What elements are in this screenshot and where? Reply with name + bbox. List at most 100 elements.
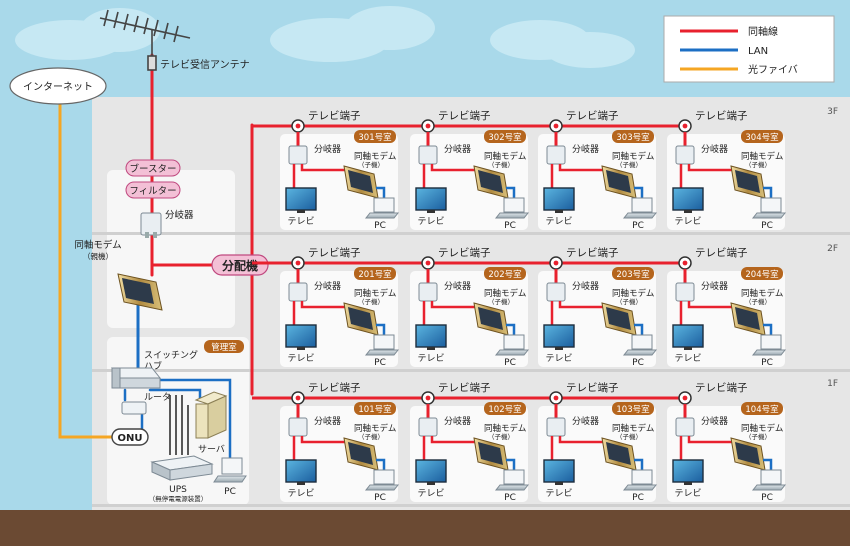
tv-icon [672, 459, 704, 483]
ground [0, 510, 850, 546]
ups-icon [150, 455, 214, 481]
room-number-badge [741, 267, 783, 280]
booster-label: ブースター [129, 163, 176, 175]
tv-port-label: テレビ端子 [308, 109, 361, 122]
room-splitter-label: 分岐器 [701, 415, 728, 427]
tv-icon [415, 324, 447, 348]
tv-icon [672, 187, 704, 211]
mgmt-pc-label: PC [224, 487, 236, 497]
tv-icon [285, 187, 317, 211]
sky-clouds [15, 6, 635, 68]
tv-label: テレビ [287, 488, 314, 499]
child-modem-sub: （子機） [616, 297, 642, 306]
pc-label: PC [632, 493, 644, 503]
room-number-badge [354, 402, 396, 415]
room-splitter-icon [288, 282, 308, 302]
room-number-label: 104号室 [745, 404, 779, 415]
pc-label: PC [374, 493, 386, 503]
mgmt-room-label: 管理室 [211, 342, 237, 353]
pc-keyboard [622, 484, 658, 491]
pc-keyboard [494, 349, 530, 356]
tv-label: テレビ [674, 216, 701, 227]
lan-to-pc [376, 186, 386, 200]
child-modem-label: 同軸モデム [741, 423, 783, 434]
pc-label: PC [504, 493, 516, 503]
lan-to-pc [506, 458, 516, 472]
filter-box: フィルター [125, 181, 181, 199]
room-splitter-icon [418, 417, 438, 437]
tv-stand [555, 347, 563, 350]
tv-port-label: テレビ端子 [438, 109, 491, 122]
room-splitter-icon [418, 145, 438, 165]
pc-label: PC [761, 221, 773, 231]
internet-cloud-icon [9, 67, 107, 105]
legend-item: LAN [680, 46, 768, 57]
tv-stand [555, 210, 563, 213]
child-modem-label: 同軸モデム [741, 288, 783, 299]
pc-icon [631, 469, 653, 485]
room-splitter-label: 分岐器 [444, 280, 471, 292]
lan-to-pc [763, 323, 773, 337]
tv-icon [543, 324, 575, 348]
pc-icon [503, 334, 525, 350]
main-splitter-label: 分岐器 [165, 209, 194, 221]
parent-modem-sub: （親機） [83, 251, 113, 261]
tv-label: テレビ [545, 216, 572, 227]
child-modem-face [735, 170, 760, 193]
tv-port-center [682, 395, 688, 401]
child-modem-sub: （子機） [358, 432, 384, 441]
lan-to-pc [634, 186, 644, 200]
child-modem-sub: （子機） [616, 160, 642, 169]
legend-item-label: 光ファイバ [748, 63, 798, 76]
room-number-label: 204号室 [745, 269, 779, 280]
child-modem-label: 同軸モデム [354, 151, 396, 162]
tv-port-center [553, 123, 559, 129]
room-number-label: 101号室 [358, 404, 392, 415]
tv-port-label: テレビ端子 [566, 381, 619, 394]
child-modem-face [478, 307, 503, 330]
room-splitter-label: 分岐器 [314, 280, 341, 292]
tv-port-label: テレビ端子 [438, 246, 491, 259]
legend-item: 同軸線 [680, 25, 778, 38]
coax-to-modem [558, 301, 604, 309]
legend: 同軸線 LAN 光ファイバ [663, 15, 835, 83]
mgmt-room-badge: 管理室 [204, 340, 244, 353]
coax-to-modem [687, 436, 733, 444]
child-modem-sub: （子機） [745, 160, 771, 169]
distributor-label: 分配機 [222, 258, 258, 273]
tv-stand [684, 347, 692, 350]
room-splitter-label: 分岐器 [314, 415, 341, 427]
room-splitter-icon [418, 282, 438, 302]
pc-keyboard [364, 484, 400, 491]
pc-label: PC [374, 358, 386, 368]
tv-port-center [553, 395, 559, 401]
tv-icon [285, 459, 317, 483]
room-splitter-icon [675, 282, 695, 302]
tv-stand [297, 210, 305, 213]
parent-modem-label: 同軸モデム [74, 239, 121, 251]
coax-to-modem [430, 164, 476, 172]
child-modem-sub: （子機） [745, 432, 771, 441]
router-label: ルータ [144, 392, 171, 403]
tv-stand [427, 210, 435, 213]
coax-to-modem [687, 164, 733, 172]
tv-port-label: テレビ端子 [695, 246, 748, 259]
tv-icon [415, 459, 447, 483]
pc-keyboard [494, 484, 530, 491]
tv-port-center [295, 260, 301, 266]
tv-port-center [682, 260, 688, 266]
pc-keyboard [622, 212, 658, 219]
coax-to-modem [430, 436, 476, 444]
floor-label: 1F [827, 379, 838, 389]
legend-item-label: LAN [748, 46, 768, 57]
coax-to-modem [300, 436, 346, 444]
tv-stand [297, 347, 305, 350]
